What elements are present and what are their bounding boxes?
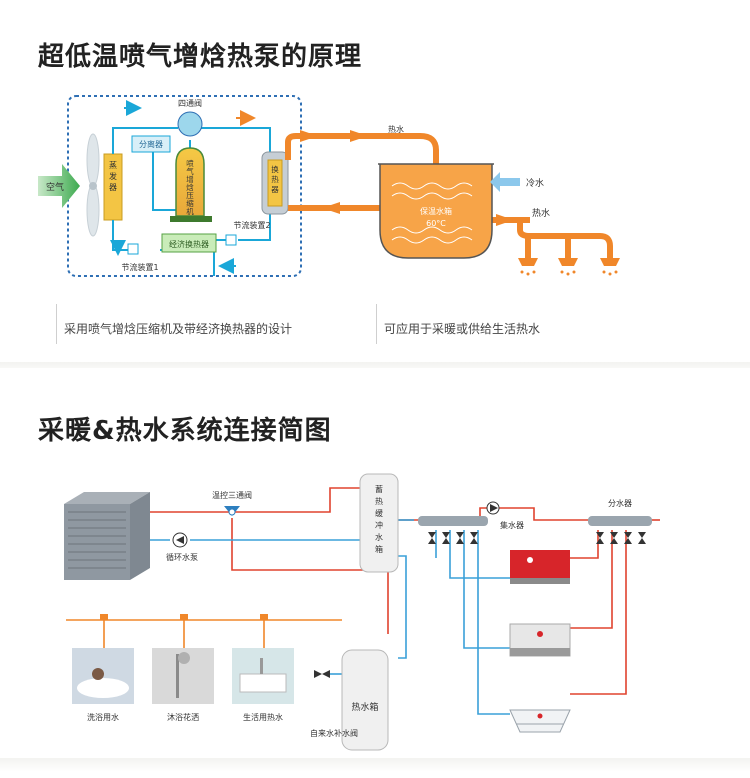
evaporator-label: 蒸发器 — [109, 160, 117, 192]
collector-manifold — [418, 516, 488, 526]
economizer-label: 经济换热器 — [169, 239, 209, 249]
hot-water-tank-label: 热水箱 — [351, 701, 378, 713]
return-pipes — [150, 519, 510, 715]
sink-image — [232, 648, 294, 704]
make-up-valve-label: 自来水补水阀 — [310, 728, 358, 738]
system-section: 采暖&热水系统连接简图 — [0, 368, 750, 772]
caption-divider-right — [376, 304, 377, 344]
bottom-band — [0, 758, 750, 772]
hot-supply-pipes — [150, 487, 660, 695]
four-way-valve — [177, 111, 203, 137]
buffer-tank — [359, 473, 399, 573]
hot-water-tank-diagram — [378, 163, 494, 259]
compressor-label: 喷气增焓压缩机 — [186, 158, 194, 216]
caption-right: 可应用于采暖或供给生活热水 — [384, 322, 541, 336]
throttle1-label: 节流装置1 — [121, 262, 158, 272]
throttle2-label: 节流装置2 — [233, 220, 270, 230]
shower-heads-icon — [518, 258, 620, 276]
use-shower-label: 沐浴花洒 — [167, 712, 199, 722]
cold-water-arrow-icon — [490, 172, 520, 192]
caption-left: 采用喷气增焓压缩机及带经济换热器的设计 — [64, 322, 293, 336]
manifold-valves-icon — [428, 532, 646, 544]
fan-icon — [86, 133, 100, 237]
buffer-tank-label: 蓄热缓冲水箱 — [375, 484, 383, 554]
system-title: 采暖&热水系统连接简图 — [38, 416, 332, 446]
throttle2 — [225, 234, 237, 246]
hot-water-top-label: 热水 — [388, 124, 404, 134]
economizer — [161, 233, 217, 253]
air-arrow-icon — [38, 164, 80, 208]
caption-divider-left — [56, 304, 57, 344]
compressor — [170, 147, 212, 222]
air-label: 空气 — [46, 181, 64, 193]
heat-pump-unit — [64, 492, 150, 580]
tank-temp: 60°C — [426, 219, 446, 228]
make-up-valve-icon — [314, 670, 330, 678]
principle-section: 超低温喷气增焓热泵的原理 空气 蒸发器 — [0, 0, 750, 368]
use-life-label: 生活用热水 — [243, 712, 283, 722]
circulation-pump-label: 循环水泵 — [166, 552, 198, 562]
cold-water-label: 冷水 — [526, 177, 544, 189]
tank-label: 保温水箱 — [420, 206, 452, 216]
four-way-valve-label: 四通阀 — [178, 98, 202, 108]
fan-coil-red — [510, 550, 570, 584]
use-bath-label: 洗浴用水 — [87, 712, 119, 722]
heat-exchanger-label: 换热器 — [271, 164, 279, 194]
three-way-valve-label: 温控三通阀 — [212, 490, 252, 500]
domestic-hot-pipe — [66, 619, 342, 648]
principle-title: 超低温喷气增焓热泵的原理 — [38, 42, 363, 72]
system-diagram: 温控三通阀 循环水泵 蓄热缓冲水箱 集水器 分水器 — [64, 473, 660, 751]
heat-pump-boundary — [67, 95, 302, 277]
separator — [131, 135, 171, 153]
shower-image — [152, 648, 214, 704]
separator-label: 分离器 — [139, 139, 163, 149]
fan-coil-white — [509, 623, 571, 657]
domestic-hot-water-tank — [341, 649, 389, 751]
hot-water-right-label: 热水 — [532, 207, 550, 219]
distributor-manifold — [588, 516, 652, 526]
three-way-valve — [224, 506, 240, 516]
bath-image — [72, 648, 134, 704]
ceiling-cassette — [509, 709, 571, 733]
collector-label: 集水器 — [500, 520, 524, 530]
distributor-label: 分水器 — [608, 498, 632, 508]
principle-diagram: 空气 蒸发器 四通阀 分离器 — [38, 95, 620, 277]
throttle1 — [127, 243, 139, 255]
